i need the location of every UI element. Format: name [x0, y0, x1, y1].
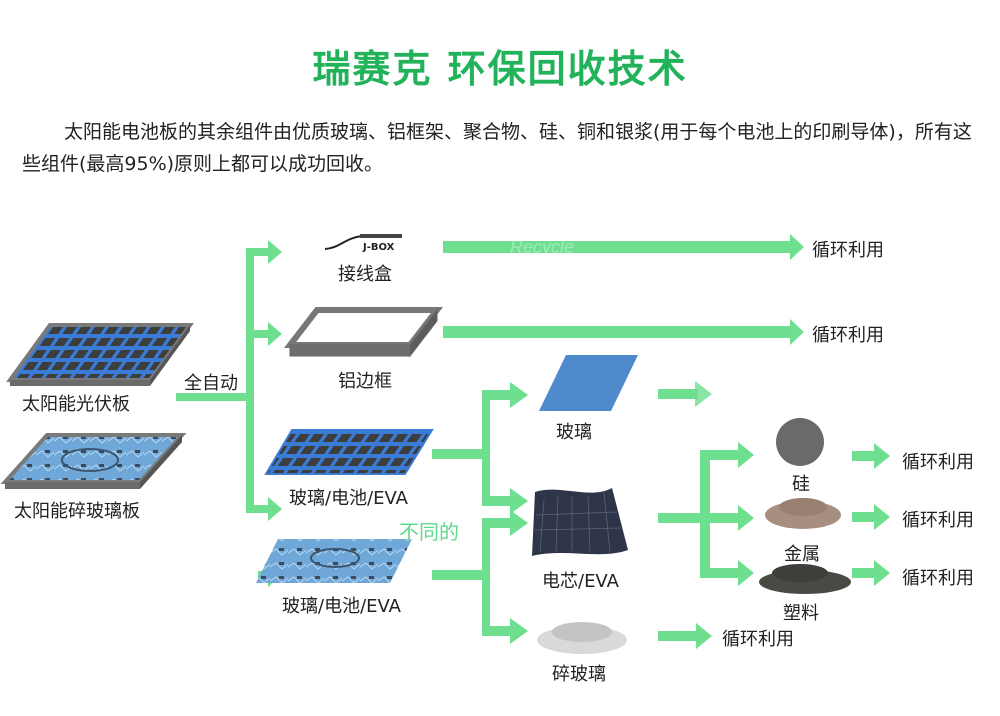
different-label: 不同的	[399, 520, 459, 544]
arrow-jbox-recycle	[443, 241, 793, 253]
page-title: 瑞赛克 环保回收技术	[312, 47, 688, 91]
input-label-broken-panel: 太阳能碎玻璃板	[14, 501, 140, 522]
recycle-label-frame: 循环利用	[812, 325, 884, 346]
glass-cell-eva-label: 玻璃/电池/EVA	[289, 488, 408, 509]
silicon-powder-icon	[776, 418, 824, 466]
cell-eva-label: 电芯/EVA	[542, 571, 619, 592]
plastic-label: 塑料	[783, 603, 819, 624]
recycle-label-jbox: 循环利用	[812, 240, 884, 261]
watermark-text: Recycle	[510, 237, 574, 257]
recycle-label-metal: 循环利用	[902, 510, 974, 531]
junction-box-icon: J-BOX	[324, 234, 402, 253]
broken-glass-cell-eva-icon	[256, 539, 412, 583]
arrow-frame-recycle	[443, 326, 793, 338]
broken-solar-panel-icon	[0, 433, 187, 489]
cullet-label: 碎玻璃	[552, 664, 606, 685]
cell-eva-icon	[532, 488, 628, 556]
silicon-label: 硅	[792, 474, 810, 495]
recycle-label-plastic: 循环利用	[902, 568, 974, 589]
jbox-label: 接线盒	[338, 264, 392, 285]
glass-label: 玻璃	[556, 422, 592, 443]
arrow-head	[268, 497, 282, 521]
arrow-head	[268, 322, 282, 346]
broken-glass-cell-eva-label: 玻璃/电池/EVA	[282, 596, 401, 617]
solar-panel-icon	[6, 323, 194, 386]
metal-label: 金属	[784, 544, 820, 565]
connector-input	[176, 393, 254, 401]
input-label-panel: 太阳能光伏板	[22, 394, 130, 415]
arrow-head	[268, 240, 282, 264]
aluminum-frame-icon	[283, 307, 444, 358]
intro-paragraph: 太阳能电池板的其余组件由优质玻璃、铝框架、聚合物、硅、铜和银浆(用于每个电池上的…	[22, 121, 972, 175]
recycle-label-cullet: 循环利用	[722, 629, 794, 650]
glass-cell-eva-icon	[264, 429, 434, 475]
jbox-text: J-BOX	[362, 242, 395, 253]
frame-label: 铝边框	[338, 371, 392, 392]
glass-sheet-icon	[539, 355, 638, 411]
process-label: 全自动	[184, 373, 238, 394]
recycle-label-silicon: 循环利用	[902, 452, 974, 473]
trunk-vertical	[246, 248, 254, 513]
